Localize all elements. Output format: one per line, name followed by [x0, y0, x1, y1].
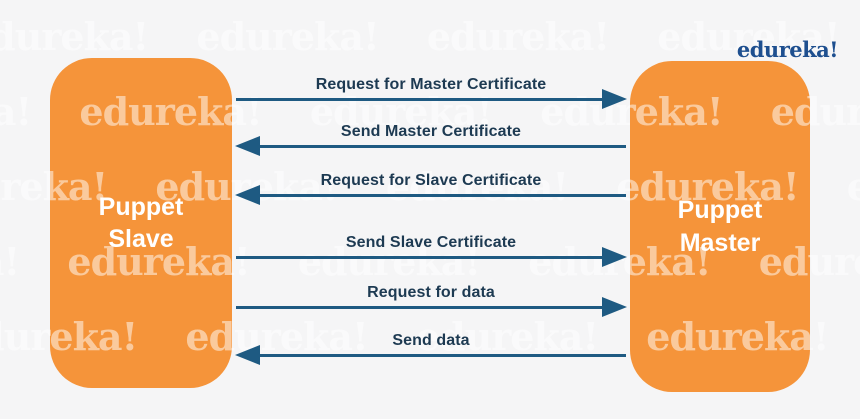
arrow-head-icon [235, 185, 260, 205]
message-label: Send data [392, 332, 470, 349]
arrow-line [256, 145, 626, 148]
arrow-head-icon [602, 247, 627, 267]
puppet-slave-label-line2: Slave [108, 225, 174, 253]
watermark-row: edureka! edureka! edureka! edureka! edur… [0, 14, 860, 59]
puppet-master-label: Puppet Master [630, 61, 810, 392]
puppet-master-box [630, 61, 810, 392]
puppet-slave-label-line1: Puppet [98, 192, 184, 221]
arrow-line [236, 256, 606, 259]
arrow-head-icon [602, 297, 627, 317]
arrow-line [236, 306, 606, 309]
puppet-master-label-line1: Puppet [677, 196, 763, 224]
message-label: Request for data [367, 284, 495, 301]
message-label: Request for Slave Certificate [320, 172, 542, 189]
arrow-line [256, 354, 626, 357]
arrow-line [256, 194, 626, 197]
puppet-master-label-line2: Master [679, 228, 761, 257]
message-label: Send Slave Certificate [345, 234, 517, 251]
edureka-logo: edureka! [736, 37, 839, 62]
arrow-line [236, 98, 606, 101]
puppet-slave-box [50, 58, 232, 388]
arrow-head-icon [602, 89, 627, 109]
puppet-slave-label: Puppet Slave [50, 58, 232, 388]
arrow-head-icon [235, 136, 260, 156]
message-label: Request for Master Certificate [315, 76, 547, 93]
arrow-head-icon [235, 345, 260, 365]
message-label: Send Master Certificate [340, 123, 522, 140]
